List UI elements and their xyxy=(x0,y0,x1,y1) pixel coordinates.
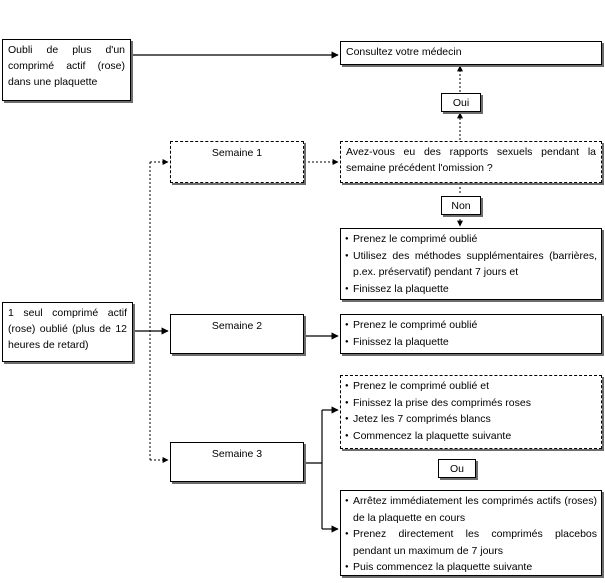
week1-actions-list: Prenez le comprimé oublié Utilisez des m… xyxy=(341,229,601,297)
list-item: Finissez la plaquette xyxy=(345,281,597,298)
no-label: Non xyxy=(441,196,481,215)
start-missed-multiple-text: Oubli de plus d'un comprimé actif (rose)… xyxy=(8,44,125,88)
consult-doctor-text: Consultez votre médecin xyxy=(346,46,462,58)
or-label: Ou xyxy=(438,459,476,478)
week3-label: Semaine 3 xyxy=(211,448,263,460)
list-item: Arrêtez immédiatement les comprimés acti… xyxy=(345,493,597,526)
list-item: Commencez la plaquette suivante xyxy=(345,428,597,445)
list-item: Prenez le comprimé oublié et xyxy=(345,378,597,395)
list-item: Prenez le comprimé oublié xyxy=(345,317,597,334)
week2-actions-box: Prenez le comprimé oublié Finissez la pl… xyxy=(340,314,602,354)
list-item: Finissez la plaquette xyxy=(345,334,597,351)
week1-actions-box: Prenez le comprimé oublié Utilisez des m… xyxy=(340,228,602,300)
week2-box: Semaine 2 xyxy=(170,314,304,354)
list-item: Puis commencez la plaquette suivante xyxy=(345,559,597,576)
week3-option-a-list: Prenez le comprimé oublié et Finissez la… xyxy=(341,376,601,444)
list-item: Finissez la prise des comprimés roses xyxy=(345,395,597,412)
week3-option-a-box: Prenez le comprimé oublié et Finissez la… xyxy=(340,375,602,449)
list-item: Utilisez des méthodes supplémentaires (b… xyxy=(345,248,597,281)
week3-option-b-list: Arrêtez immédiatement les comprimés acti… xyxy=(341,491,601,576)
start-missed-single-box: 1 seul comprimé actif (rose) oublié (plu… xyxy=(2,302,133,362)
list-item: Prenez le comprimé oublié xyxy=(345,231,597,248)
week1-label: Semaine 1 xyxy=(211,147,263,159)
start-missed-single-text: 1 seul comprimé actif (rose) oublié (plu… xyxy=(8,307,127,351)
list-item: Jetez les 7 comprimés blancs xyxy=(345,411,597,428)
question-text: Avez-vous eu des rapports sexuels pendan… xyxy=(346,146,596,174)
start-missed-multiple-box: Oubli de plus d'un comprimé actif (rose)… xyxy=(2,39,131,101)
week3-box: Semaine 3 xyxy=(170,442,304,482)
yes-label: Oui xyxy=(441,93,481,112)
week3-option-b-box: Arrêtez immédiatement les comprimés acti… xyxy=(340,490,602,576)
week2-actions-list: Prenez le comprimé oublié Finissez la pl… xyxy=(341,315,601,350)
consult-doctor-box: Consultez votre médecin xyxy=(340,41,602,65)
question-box: Avez-vous eu des rapports sexuels pendan… xyxy=(340,141,602,183)
week1-box: Semaine 1 xyxy=(170,141,304,183)
list-item: Prenez directement les comprimés placebo… xyxy=(345,526,597,559)
week2-label: Semaine 2 xyxy=(211,320,263,332)
